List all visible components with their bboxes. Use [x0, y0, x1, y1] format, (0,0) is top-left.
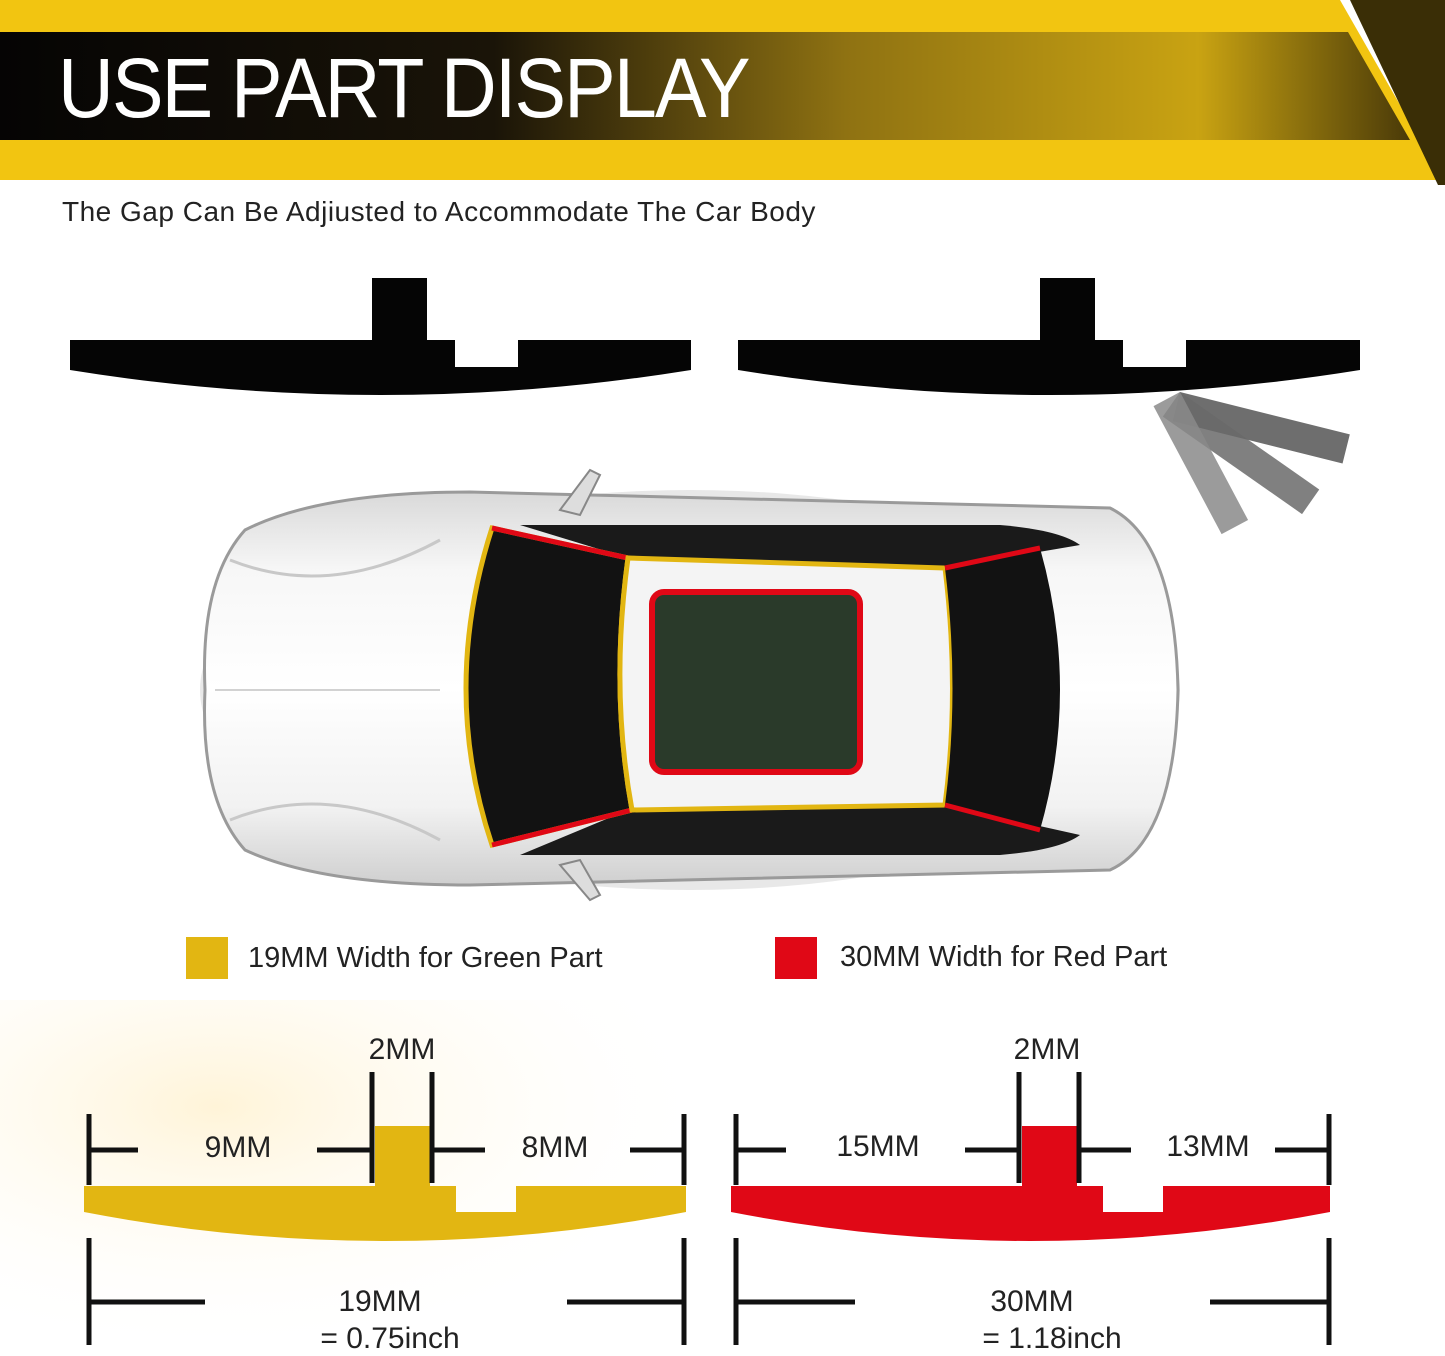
seal-profiles: [70, 278, 1360, 535]
green-profile: [84, 1126, 686, 1241]
page-title: USE PART DISPLAY: [58, 41, 751, 135]
header-banner: [0, 0, 1445, 185]
green-left-width-label: 9MM: [204, 1131, 272, 1164]
green-right-width-label: 8MM: [521, 1131, 589, 1164]
red-dimension-lines: [733, 1072, 1332, 1345]
car-top-view-icon: [200, 468, 1180, 902]
red-profile: [731, 1126, 1330, 1241]
green-total-width-label: 19MM: [338, 1285, 422, 1318]
red-right-width-label: 13MM: [1166, 1130, 1250, 1163]
red-total-inch-label: = 1.18inch: [982, 1322, 1122, 1355]
red-center-width-label: 2MM: [1013, 1033, 1081, 1066]
green-center-width-label: 2MM: [368, 1033, 436, 1066]
red-total-width-label: 30MM: [990, 1285, 1074, 1318]
red-left-width-label: 15MM: [836, 1130, 920, 1163]
legend-label-red: 30MM Width for Red Part: [840, 941, 1168, 973]
seal-profile-icon: [70, 278, 691, 395]
subtitle: The Gap Can Be Adjiusted to Accommodate …: [62, 196, 816, 227]
green-total-inch-label: = 0.75inch: [320, 1322, 460, 1355]
seal-profile-tilted-icon: [738, 278, 1360, 535]
legend-swatch-red: [775, 937, 817, 979]
legend-swatch-green: [186, 937, 228, 979]
legend-label-green: 19MM Width for Green Part: [248, 942, 603, 974]
green-dimension-lines: [86, 1072, 687, 1345]
